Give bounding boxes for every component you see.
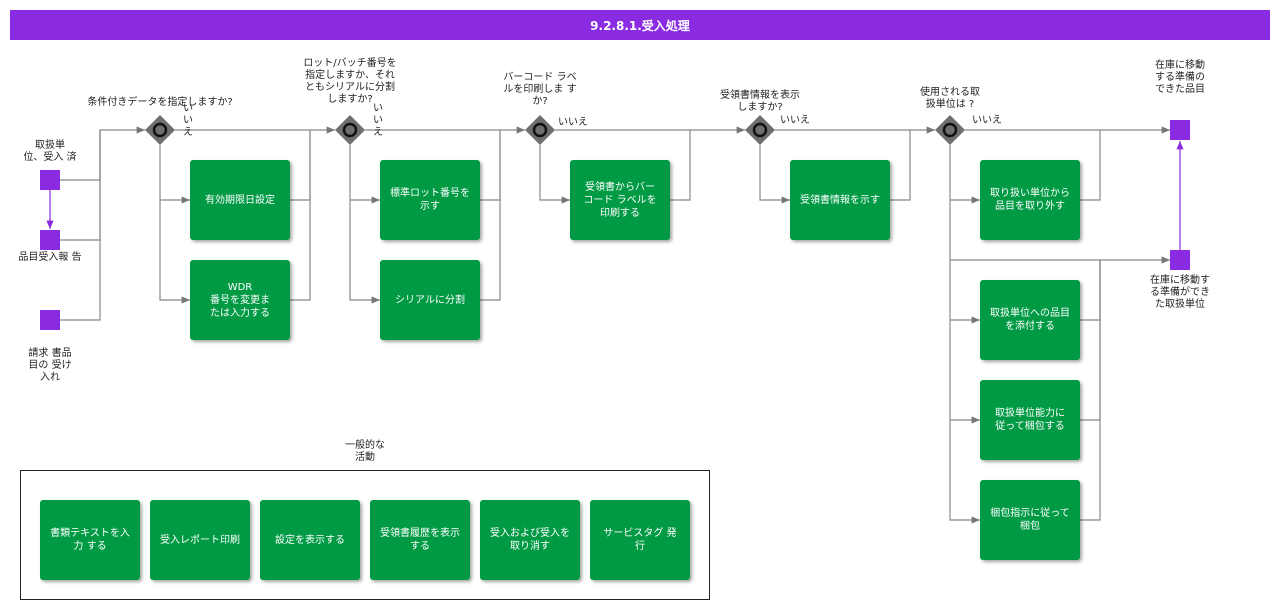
end-event-item-ready[interactable]	[1170, 120, 1190, 140]
gateway-g3-question: バーコード ラベ ルを印刷しま す か?	[503, 72, 577, 107]
task-show-receipt-history[interactable]: 受領書履歴を表示 する	[370, 500, 470, 580]
task-print-receipt-report[interactable]: 受入レポート印刷	[150, 500, 250, 580]
task-enter-document-text[interactable]: 書類テキストを入 力 する	[40, 500, 140, 580]
end-event-hu-ready[interactable]	[1170, 250, 1190, 270]
gateway-g4-question: 受領書情報を表示 しますか?	[720, 90, 800, 113]
event-handling-unit-received-label: 取扱単 位、受入 済	[23, 140, 77, 163]
task-split-serial[interactable]: シリアルに分割	[380, 260, 480, 340]
end-event-item-ready-label: 在庫に移動 する準備の できた品目	[1155, 60, 1205, 95]
task-pack-by-instruction[interactable]: 梱包指示に従って 梱包	[980, 480, 1080, 560]
gateway-g5-question: 使用される取 扱単位は ?	[920, 87, 980, 110]
gateway-g5[interactable]	[935, 115, 965, 145]
task-issue-service-tag[interactable]: サービスタグ 発 行	[590, 500, 690, 580]
task-change-wdr-number[interactable]: WDR 番号を変更ま たは入力する	[190, 260, 290, 340]
general-activities-label: 一般的な 活動	[345, 440, 385, 463]
gateway-g4[interactable]	[745, 115, 775, 145]
general-activities-group	[20, 470, 710, 600]
gateway-g2-question: ロット/バッチ番号を 指定しますか、それ ともシリアルに分割 しますか?	[303, 58, 397, 105]
task-show-standard-lot[interactable]: 標準ロット番号を 示す	[380, 160, 480, 240]
gateway-g5-no-label: いいえ	[972, 115, 1002, 126]
event-handling-unit-received[interactable]	[40, 170, 60, 190]
event-item-receipt-report-label: 品目受入報 告	[18, 252, 82, 263]
event-invoice-item-receipt[interactable]	[40, 310, 60, 330]
gateway-g1[interactable]	[145, 115, 175, 145]
task-receive-cancel-receipt[interactable]: 受入および受入を 取り消す	[480, 500, 580, 580]
task-show-settings[interactable]: 設定を表示する	[260, 500, 360, 580]
end-event-hu-ready-label: 在庫に移動す る準備ができ た取扱単位	[1150, 275, 1210, 310]
task-attach-item-to-hu[interactable]: 取扱単位への品目 を添付する	[980, 280, 1080, 360]
task-set-expiry-date[interactable]: 有効期限日設定	[190, 160, 290, 240]
task-show-receipt-info[interactable]: 受領書情報を示す	[790, 160, 890, 240]
gateway-g2[interactable]	[335, 115, 365, 145]
task-print-barcode-label[interactable]: 受領書からバー コード ラベルを 印刷する	[570, 160, 670, 240]
task-remove-item-from-hu[interactable]: 取り扱い単位から 品目を取り外す	[980, 160, 1080, 240]
gateway-g3-no-label: いいえ	[558, 117, 588, 128]
gateway-g1-question: 条件付きデータを指定しますか?	[87, 97, 233, 108]
gateway-g3[interactable]	[525, 115, 555, 145]
gateway-g4-no-label: いいえ	[780, 115, 810, 126]
gateway-g2-no-label: い い え	[373, 103, 383, 138]
gateway-g1-no-label: い い え	[183, 103, 193, 138]
task-pack-by-capacity[interactable]: 取扱単位能力に 従って梱包する	[980, 380, 1080, 460]
event-item-receipt-report[interactable]	[40, 230, 60, 250]
diagram-title: 9.2.8.1.受入処理	[10, 10, 1270, 40]
event-invoice-item-receipt-label: 請求 書品 目の 受け 入れ	[28, 348, 72, 383]
